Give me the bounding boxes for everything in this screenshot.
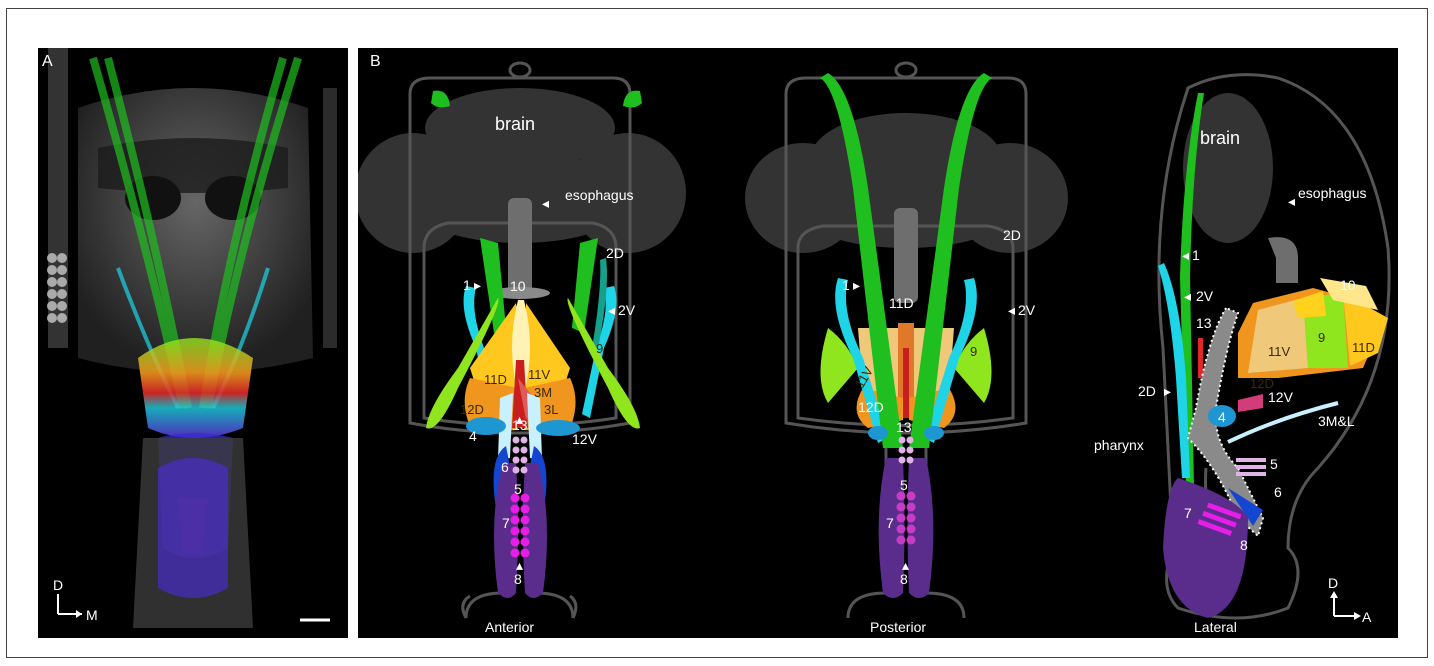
lateral-label-9: 9 bbox=[1318, 330, 1325, 345]
svg-text:◂: ◂ bbox=[1184, 288, 1191, 304]
svg-text:◂: ◂ bbox=[608, 302, 615, 318]
svg-text:◂: ◂ bbox=[542, 195, 549, 211]
panel-a-letter: A bbox=[42, 53, 53, 70]
anterior-label-5: 5 bbox=[514, 481, 522, 497]
posterior-label-2d: 2D bbox=[1003, 227, 1021, 243]
svg-text:▴: ▴ bbox=[516, 411, 523, 427]
posterior-muscle-4-left bbox=[868, 426, 888, 440]
svg-text:▸: ▸ bbox=[474, 277, 481, 293]
axis-indicator-b: D A bbox=[1328, 575, 1372, 625]
anterior-label-brain: brain bbox=[495, 114, 535, 134]
anterior-label-2v: 2V bbox=[618, 302, 636, 318]
panel-b-diagram: B bbox=[358, 48, 1398, 638]
axis-label-medial: M bbox=[86, 607, 98, 623]
anterior-label-12v: 12V bbox=[572, 431, 598, 447]
lateral-label-6: 6 bbox=[1274, 484, 1282, 500]
anterior-title: Anterior bbox=[485, 619, 534, 635]
lateral-label-8: 8 bbox=[1240, 537, 1248, 553]
anterior-label-9: 9 bbox=[596, 341, 603, 356]
lateral-label-pharynx: pharynx bbox=[1094, 437, 1144, 453]
svg-text:▴: ▴ bbox=[516, 557, 523, 573]
posterior-label-5: 5 bbox=[900, 477, 908, 493]
lateral-label-7: 7 bbox=[1184, 505, 1192, 521]
anterior-label-12d: 12D bbox=[460, 402, 484, 417]
lateral-esophagus-shape bbox=[1268, 237, 1298, 283]
anterior-label-11v: 11V bbox=[528, 367, 550, 382]
lateral-label-11d: 11D bbox=[1352, 340, 1375, 355]
axis-label-dorsal-b: D bbox=[1328, 575, 1338, 591]
anterior-label-7: 7 bbox=[502, 515, 510, 531]
lateral-muscle-13 bbox=[1198, 338, 1203, 378]
axis-label-dorsal: D bbox=[53, 577, 63, 593]
panel-b: B bbox=[358, 48, 1398, 638]
lateral-view: brain esophagus ◂ ◂ 1 2V ◂ 13 10 11V 9 1… bbox=[1094, 75, 1389, 635]
posterior-view: 1 ▸ 2D 2V ◂ 11D 9 11V 12D 13 5 7 8 ▴ Pos… bbox=[745, 63, 1068, 635]
anterior-label-11d: 11D bbox=[484, 372, 507, 387]
svg-text:◂: ◂ bbox=[1008, 302, 1015, 318]
posterior-title: Posterior bbox=[870, 619, 926, 635]
posterior-label-7: 7 bbox=[886, 515, 894, 531]
axis-label-anterior-b: A bbox=[1362, 609, 1372, 625]
anterior-label-1: 1 bbox=[463, 277, 471, 293]
panel-a: A D M bbox=[38, 48, 348, 638]
lateral-label-12v: 12V bbox=[1268, 389, 1294, 405]
panel-a-image: A D M bbox=[38, 48, 348, 638]
posterior-label-2v: 2V bbox=[1018, 302, 1036, 318]
posterior-label-13: 13 bbox=[896, 419, 912, 435]
panel-b-letter: B bbox=[370, 53, 381, 70]
posterior-label-9: 9 bbox=[970, 344, 977, 359]
lateral-label-esophagus: esophagus bbox=[1298, 185, 1367, 201]
posterior-label-12d: 12D bbox=[858, 399, 884, 415]
head-capsule bbox=[48, 48, 337, 373]
anterior-view: brain esophagus ◂ 1 ▸ 2D 2V ◂ 10 9 11D 1… bbox=[358, 63, 686, 635]
lateral-label-3ml: 3M&L bbox=[1318, 413, 1355, 429]
posterior-muscle-3 bbox=[903, 348, 909, 418]
svg-text:◂: ◂ bbox=[1288, 193, 1295, 209]
svg-text:▴: ▴ bbox=[902, 557, 909, 573]
posterior-label-11d: 11D bbox=[889, 295, 914, 311]
anterior-muscle-1-attach-right bbox=[623, 91, 642, 108]
anterior-label-6: 6 bbox=[501, 459, 509, 475]
lateral-label-brain: brain bbox=[1200, 128, 1240, 148]
svg-text:◂: ◂ bbox=[1182, 247, 1189, 263]
lateral-label-4: 4 bbox=[1218, 409, 1226, 425]
lateral-label-2v: 2V bbox=[1196, 288, 1214, 304]
anterior-label-3l: 3L bbox=[544, 402, 558, 417]
posterior-muscle-5 bbox=[899, 437, 914, 464]
lateral-label-1: 1 bbox=[1192, 247, 1200, 263]
anterior-label-esophagus: esophagus bbox=[565, 187, 634, 203]
lateral-label-5: 5 bbox=[1270, 456, 1278, 472]
anterior-muscle-5 bbox=[513, 437, 528, 474]
proboscis bbox=[133, 438, 253, 628]
anterior-label-3m: 3M bbox=[534, 385, 552, 400]
posterior-label-1: 1 bbox=[842, 277, 850, 293]
lateral-title: Lateral bbox=[1194, 619, 1237, 635]
anterior-label-10: 10 bbox=[510, 278, 526, 294]
posterior-esophagus-shape bbox=[894, 208, 918, 303]
lateral-label-2d: 2D bbox=[1138, 383, 1156, 399]
lateral-label-13: 13 bbox=[1196, 315, 1212, 331]
posterior-muscle-4-right bbox=[924, 426, 944, 440]
axis-indicator-a: D M bbox=[53, 577, 98, 623]
posterior-label-8: 8 bbox=[900, 571, 908, 587]
anterior-label-8: 8 bbox=[514, 571, 522, 587]
lateral-muscle-5 bbox=[1236, 458, 1266, 476]
lateral-muscle-12v bbox=[1238, 394, 1263, 412]
lateral-label-10: 10 bbox=[1340, 277, 1356, 293]
anterior-muscle-1-left bbox=[480, 238, 506, 333]
svg-text:▸: ▸ bbox=[853, 277, 860, 293]
lateral-label-11v: 11V bbox=[1268, 344, 1290, 359]
svg-text:▸: ▸ bbox=[1164, 383, 1171, 399]
anterior-label-4: 4 bbox=[469, 428, 477, 444]
anterior-label-2d: 2D bbox=[606, 245, 624, 261]
anterior-muscle-1-attach-left bbox=[431, 91, 450, 108]
posterior-muscle-8 bbox=[897, 492, 916, 545]
